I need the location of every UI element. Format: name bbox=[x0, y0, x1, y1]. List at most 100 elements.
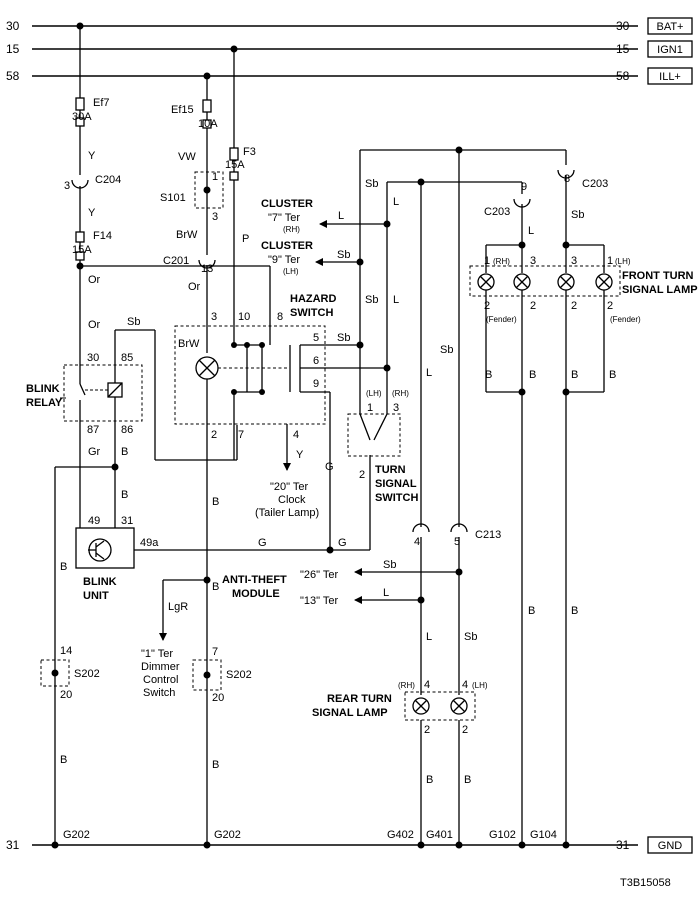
turn-rh: (RH) bbox=[392, 389, 409, 398]
wire-g-turn: G bbox=[338, 537, 347, 549]
s202-center-box bbox=[192, 659, 222, 691]
dimmer-label-1: Dimmer bbox=[141, 661, 180, 673]
hazard-label-2: SWITCH bbox=[290, 307, 333, 319]
wire-l-mid: L bbox=[393, 294, 399, 306]
front-lh: (LH) bbox=[615, 257, 631, 266]
hazard-pin-2: 2 bbox=[211, 429, 217, 441]
bus-lines bbox=[32, 25, 638, 846]
rear-pin-2-rh: 2 bbox=[424, 724, 430, 736]
ground-g202-center: G202 bbox=[214, 829, 241, 841]
front-pin-2-a: 2 bbox=[484, 300, 490, 312]
wire-brw-2: BrW bbox=[178, 338, 200, 350]
anti-theft-label-2: MODULE bbox=[232, 588, 280, 600]
bus-gnd-label: GND bbox=[658, 840, 683, 852]
front-pin-1-lh: 1 bbox=[607, 255, 613, 267]
fuse-f14-name: F14 bbox=[93, 230, 112, 242]
s202-left-box bbox=[40, 659, 70, 687]
wire-b-front-2: B bbox=[529, 369, 536, 381]
relay-pin-85: 85 bbox=[121, 352, 133, 364]
wire-b-relay: B bbox=[121, 446, 128, 458]
cluster-lh: (LH) bbox=[283, 267, 299, 276]
s202-center-pin-7: 7 bbox=[212, 646, 218, 658]
bus-gnd-num-left: 31 bbox=[6, 838, 20, 852]
c213-pin-4: 4 bbox=[414, 536, 420, 548]
s101-box bbox=[194, 171, 224, 209]
wire-b-front-4: B bbox=[609, 369, 616, 381]
s202-left-pin-20: 20 bbox=[60, 689, 72, 701]
wire-p: P bbox=[242, 233, 249, 245]
wire-y-1: Y bbox=[88, 150, 96, 162]
wire-l-cluster7: L bbox=[338, 210, 344, 222]
c201-pin: 13 bbox=[201, 263, 213, 275]
rear-lamp-rh bbox=[412, 697, 430, 715]
bus-bat-num-right: 30 bbox=[616, 19, 630, 33]
ground-g102: G102 bbox=[489, 829, 516, 841]
rear-pin-4-rh: 4 bbox=[424, 679, 430, 691]
rear-turn-label-2: SIGNAL LAMP bbox=[312, 707, 388, 719]
bus-ign-num-right: 15 bbox=[616, 42, 630, 56]
wire-b-left: B bbox=[60, 754, 67, 766]
front-turn-label-1: FRONT TURN bbox=[622, 270, 694, 282]
hazard-pin-9: 9 bbox=[313, 378, 319, 390]
anti-ter-13: "13" Ter bbox=[300, 595, 339, 607]
anti-ter-26: "26" Ter bbox=[300, 569, 339, 581]
front-turn-label-2: SIGNAL LAMP bbox=[622, 284, 698, 296]
wire-b-center-3: B bbox=[212, 759, 219, 771]
unit-pin-49: 49 bbox=[88, 515, 100, 527]
wire-lgr: LgR bbox=[168, 601, 188, 613]
blink-relay-box bbox=[63, 364, 143, 422]
c203-label-left: C203 bbox=[484, 206, 510, 218]
fuse-ef7-name: Ef7 bbox=[93, 97, 110, 109]
turn-signal-switch-box bbox=[347, 413, 401, 457]
wire-y-clock: Y bbox=[296, 449, 304, 461]
bus-bat-tag bbox=[647, 17, 693, 35]
rear-lh: (LH) bbox=[472, 681, 488, 690]
wire-sb-anti: Sb bbox=[383, 559, 396, 571]
cluster-rh: (RH) bbox=[283, 225, 300, 234]
relay-pin-86: 86 bbox=[121, 424, 133, 436]
rear-lamp-lh bbox=[450, 697, 468, 715]
unit-pin-31: 31 bbox=[121, 515, 133, 527]
fuse-f14-rating: 15A bbox=[72, 244, 92, 256]
bus-ill-tag bbox=[647, 67, 693, 85]
c204-label: C204 bbox=[95, 174, 121, 186]
c203-label-right: C203 bbox=[582, 178, 608, 190]
hazard-pin-3: 3 bbox=[211, 311, 217, 323]
bus-ign-tag bbox=[647, 40, 693, 58]
wire-sb-right: Sb bbox=[440, 344, 453, 356]
bus-gnd-tag bbox=[647, 836, 693, 854]
s101-pin-1: 1 bbox=[212, 171, 218, 183]
wire-sb-relay: Sb bbox=[127, 316, 140, 328]
wire-b-unit: B bbox=[60, 561, 67, 573]
relay-pin-30: 30 bbox=[87, 352, 99, 364]
front-pin-2-b: 2 bbox=[530, 300, 536, 312]
hazard-switch-box bbox=[174, 325, 326, 425]
blink-relay-label-2: RELAY bbox=[26, 397, 63, 409]
wire-l-anti: L bbox=[383, 587, 389, 599]
s101-pin-3: 3 bbox=[212, 211, 218, 223]
bus-ign-num-left: 15 bbox=[6, 42, 20, 56]
bus-ill-label: ILL+ bbox=[659, 71, 681, 83]
wire-sb-mid: Sb bbox=[365, 294, 378, 306]
cluster-label-1: CLUSTER bbox=[261, 198, 313, 210]
fuse-f3-name: F3 bbox=[243, 146, 256, 158]
wire-l-top: L bbox=[393, 196, 399, 208]
rear-turn-lamp-box bbox=[404, 691, 476, 721]
ground-g402: G402 bbox=[387, 829, 414, 841]
dimmer-label-2: Control bbox=[143, 674, 178, 686]
tailer-label: (Tailer Lamp) bbox=[255, 507, 319, 519]
wire-sb-cluster9: Sb bbox=[337, 249, 350, 261]
front-pin-2-d: 2 bbox=[607, 300, 613, 312]
wire-or-2: Or bbox=[88, 319, 101, 331]
wire-g-unit: G bbox=[258, 537, 267, 549]
hazard-pin-6: 6 bbox=[313, 355, 319, 367]
wire-sb-hazard: Sb bbox=[337, 332, 350, 344]
wire-brw-1: BrW bbox=[176, 229, 198, 241]
blink-unit-box bbox=[75, 527, 135, 569]
front-fender-rh: (Fender) bbox=[486, 315, 517, 324]
wire-l-right: L bbox=[426, 367, 432, 379]
bus-gnd-num-right: 31 bbox=[616, 838, 630, 852]
front-rh: (RH) bbox=[493, 257, 510, 266]
wire-vw: VW bbox=[178, 151, 196, 163]
